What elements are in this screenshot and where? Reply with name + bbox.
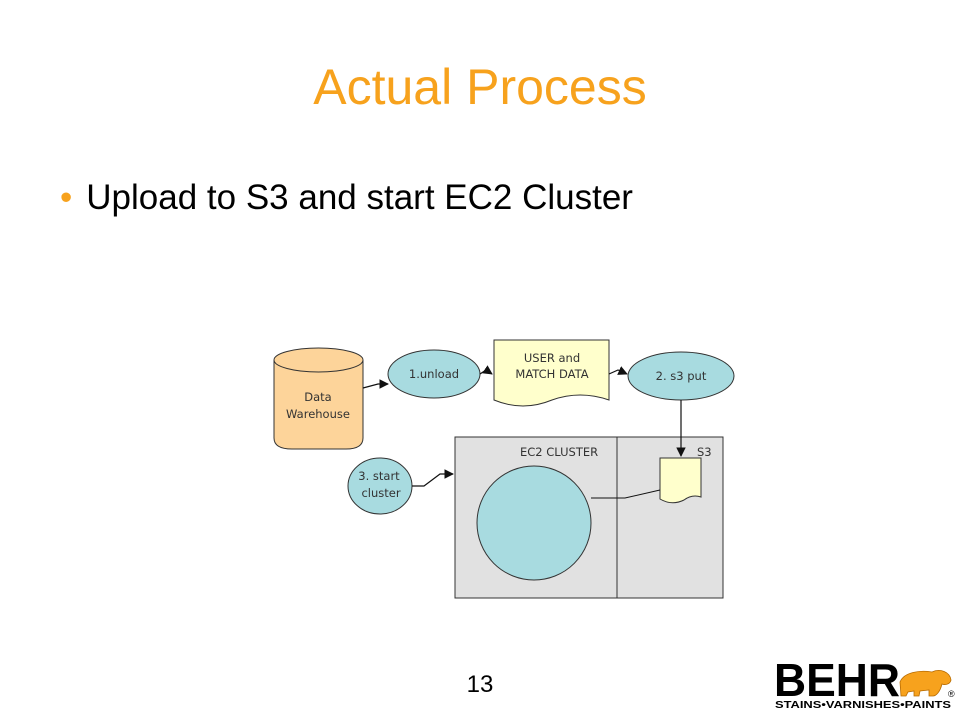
logo-wordmark: BEHR xyxy=(774,654,900,706)
bullet-text: Upload to S3 and start EC2 Cluster xyxy=(86,178,633,217)
start-cluster-label-line2: cluster xyxy=(361,486,400,500)
s3-label: S3 xyxy=(697,445,712,459)
bear-icon xyxy=(899,670,952,697)
data-warehouse-label-line1: Data xyxy=(304,390,331,404)
unload-label: 1.unload xyxy=(409,367,459,381)
arrow-unload-to-data xyxy=(479,365,493,375)
user-match-data-node xyxy=(493,339,610,407)
user-match-data-label-line1: USER and xyxy=(524,351,580,365)
s3-put-label: 2. s3 put xyxy=(656,369,707,383)
link-cluster-to-s3 xyxy=(591,489,661,499)
data-warehouse-label-line2: Warehouse xyxy=(286,407,350,421)
registered-mark: ® xyxy=(948,689,955,699)
ec2-cluster-label: EC2 CLUSTER xyxy=(520,445,598,459)
arrow-start-to-ec2 xyxy=(412,469,454,487)
start-cluster-label-line1: 3. start xyxy=(358,469,400,483)
page-number: 13 xyxy=(466,671,494,698)
slide-title: Actual Process xyxy=(313,59,647,115)
bullet-dot-icon: • xyxy=(60,178,73,217)
arrow-warehouse-to-unload xyxy=(362,379,389,389)
arrow-data-to-s3put xyxy=(608,366,628,375)
logo-tagline: STAINS•VARNISHES•PAINTS xyxy=(775,699,951,710)
bullet-item: • Upload to S3 and start EC2 Cluster xyxy=(60,178,633,218)
cluster-circle-node xyxy=(476,465,592,581)
user-match-data-label-line2: MATCH DATA xyxy=(515,367,588,381)
s3-document-node xyxy=(659,457,702,504)
data-warehouse-node xyxy=(273,347,364,450)
behr-logo: BEHR ® STAINS•VARNISHES•PAINTS xyxy=(774,654,955,710)
